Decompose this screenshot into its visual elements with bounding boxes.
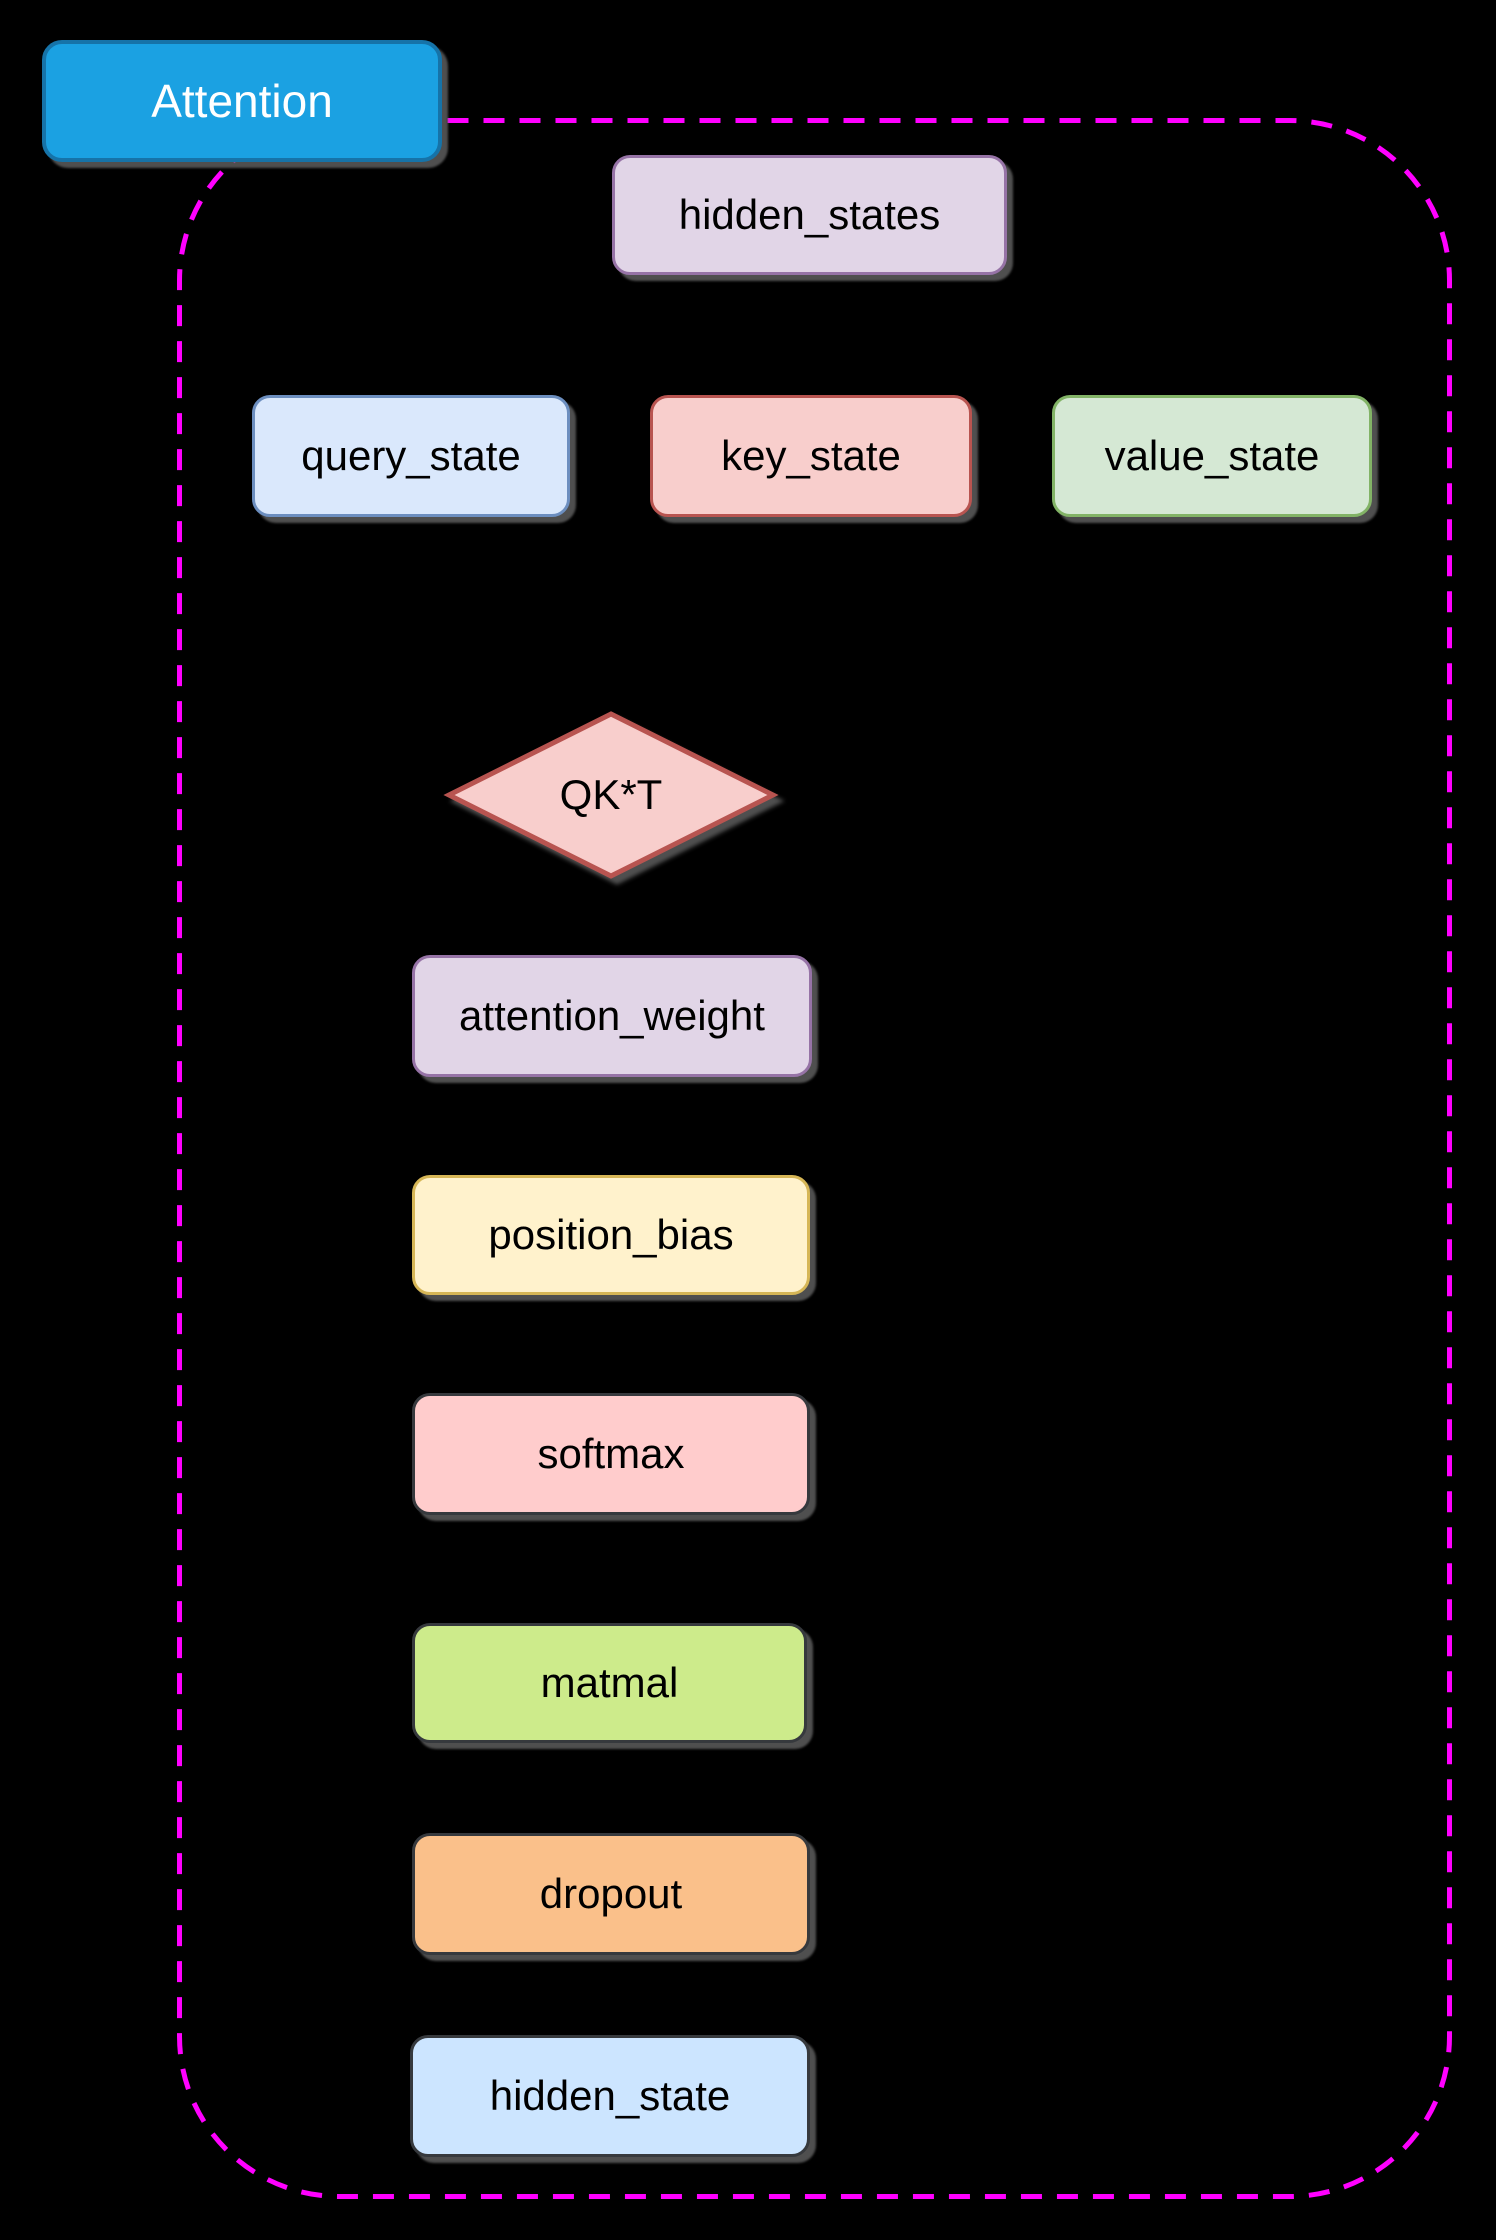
node-value-state: value_state	[1052, 395, 1372, 517]
node-key-state: key_state	[650, 395, 972, 517]
node-attention-title: Attention	[42, 40, 442, 162]
position-bias-label: position_bias	[488, 1211, 734, 1258]
attention-title-label: Attention	[151, 75, 333, 127]
node-dropout: dropout	[412, 1833, 810, 1955]
node-attention-weight: attention_weight	[412, 955, 812, 1077]
hidden-states-label: hidden_states	[678, 191, 941, 238]
node-hidden-state: hidden_state	[410, 2035, 810, 2157]
dropout-label: dropout	[539, 1870, 683, 1917]
key-state-label: key_state	[721, 432, 901, 479]
dashed-boundary-rect	[177, 118, 1452, 2199]
qkt-diamond-shape	[443, 711, 779, 879]
qkt-label: QK*T	[559, 771, 663, 818]
node-qkt-diamond: QK*T	[443, 711, 779, 879]
matmal-label: matmal	[540, 1659, 679, 1706]
node-hidden-states: hidden_states	[612, 155, 1007, 275]
node-query-state: query_state	[252, 395, 570, 517]
hidden-state-label: hidden_state	[489, 2072, 731, 2119]
softmax-label: softmax	[537, 1430, 685, 1477]
node-matmal: matmal	[412, 1623, 807, 1743]
query-state-label: query_state	[301, 432, 521, 479]
node-position-bias: position_bias	[412, 1175, 810, 1295]
value-state-label: value_state	[1104, 432, 1320, 479]
attention-weight-label: attention_weight	[459, 992, 765, 1039]
node-softmax: softmax	[412, 1393, 810, 1515]
